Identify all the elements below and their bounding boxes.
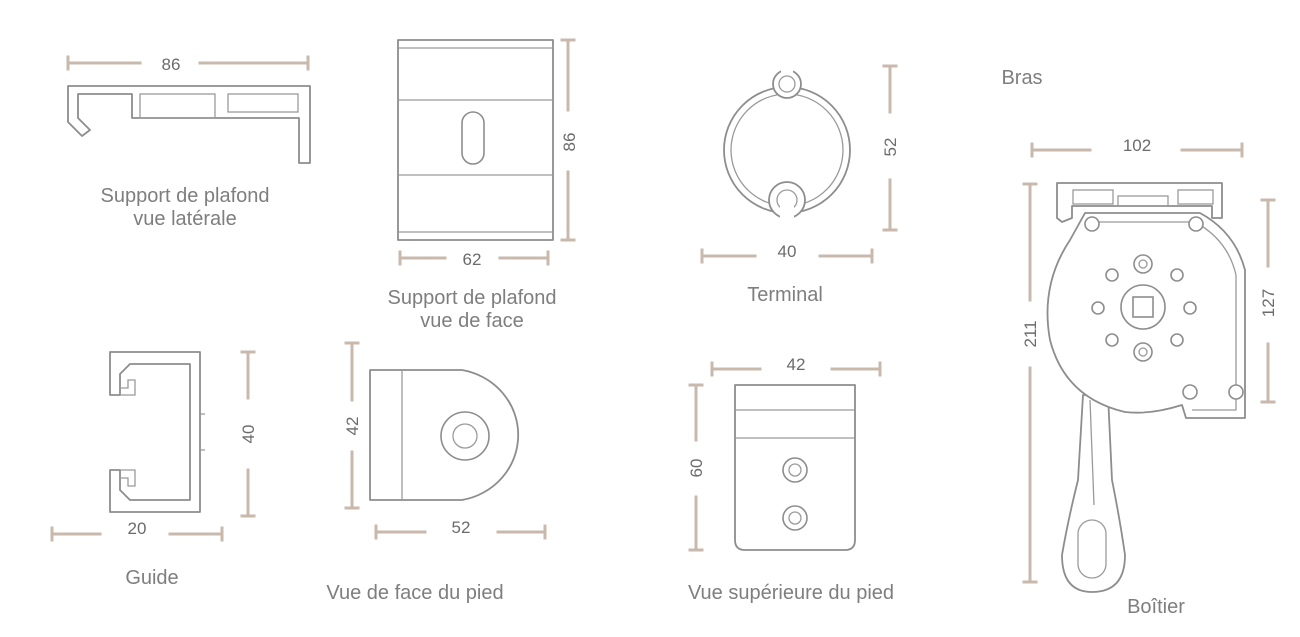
caption-ceiling-side-line2: vue latérale (133, 208, 236, 230)
dimension-ceiling-side-width: 86 (66, 55, 310, 74)
dim-label-102: 102 (1123, 136, 1151, 155)
dim-label-42-foot-top: 42 (787, 355, 806, 374)
dim-label-62: 62 (463, 250, 482, 269)
dimension-ceiling-front-height: 86 (560, 38, 579, 242)
dim-label-20: 20 (128, 519, 147, 538)
caption-bras: Bras (1001, 67, 1042, 89)
caption-foot-top: Vue supérieure du pied (688, 582, 894, 604)
dimension-ceiling-front-width: 62 (398, 250, 550, 269)
guide-shape (109, 351, 205, 513)
ceiling-bracket-side-shape (67, 85, 311, 164)
foot-front-shape (369, 369, 520, 501)
dim-label-60: 60 (687, 459, 706, 478)
terminal-shape (723, 64, 851, 220)
foot-top-shape (734, 384, 856, 551)
dimension-housing-width: 102 (1030, 136, 1244, 158)
housing-shape (1046, 182, 1246, 593)
ceiling-bracket-side-view: 86 Support de plafond vue latérale (66, 55, 311, 230)
caption-foot-front: Vue de face du pied (326, 582, 503, 604)
ceiling-bracket-front-view: 86 62 Support de plafond vue de face (387, 38, 579, 332)
dim-label-40-terminal: 40 (778, 242, 797, 261)
dim-label-86-front: 86 (560, 133, 579, 152)
dimension-housing-arm: 127 (1259, 198, 1278, 404)
dimension-housing-height: 211 (1021, 182, 1040, 584)
dimension-foot-front-height: 42 (343, 341, 362, 510)
dim-label-42-foot-front: 42 (343, 417, 362, 436)
terminal-view: 52 40 Terminal (700, 64, 900, 306)
dimension-guide-height: 40 (239, 350, 258, 518)
caption-ceiling-front-line1: Support de plafond (387, 287, 556, 309)
dim-label-40-guide: 40 (239, 425, 258, 444)
dimension-foot-top-width: 42 (710, 355, 882, 377)
guide-view: 40 20 Guide (50, 350, 258, 589)
dim-label-86-side: 86 (162, 55, 181, 74)
dimension-foot-front-width: 52 (374, 518, 547, 540)
dim-label-52-foot: 52 (452, 518, 471, 537)
foot-front-view: 42 52 Vue de face du pied (326, 341, 547, 604)
foot-top-view: 42 60 Vue supérieure du pied (687, 355, 894, 604)
dim-label-52-terminal: 52 (881, 138, 900, 157)
dim-label-127: 127 (1259, 289, 1278, 317)
dimension-guide-width: 20 (50, 519, 224, 542)
dimension-terminal-height: 52 (881, 64, 900, 232)
caption-guide: Guide (125, 567, 178, 589)
housing-view: 102 211 127 (1021, 136, 1278, 618)
ceiling-bracket-front-shape (397, 39, 554, 241)
dimension-terminal-width: 40 (700, 242, 874, 264)
caption-terminal: Terminal (747, 284, 823, 306)
caption-ceiling-front-line2: vue de face (420, 310, 523, 332)
dimension-foot-top-height: 60 (687, 383, 706, 552)
caption-ceiling-side-line1: Support de plafond (100, 185, 269, 207)
dim-label-211: 211 (1021, 320, 1040, 347)
caption-boitier: Boîtier (1127, 596, 1185, 618)
